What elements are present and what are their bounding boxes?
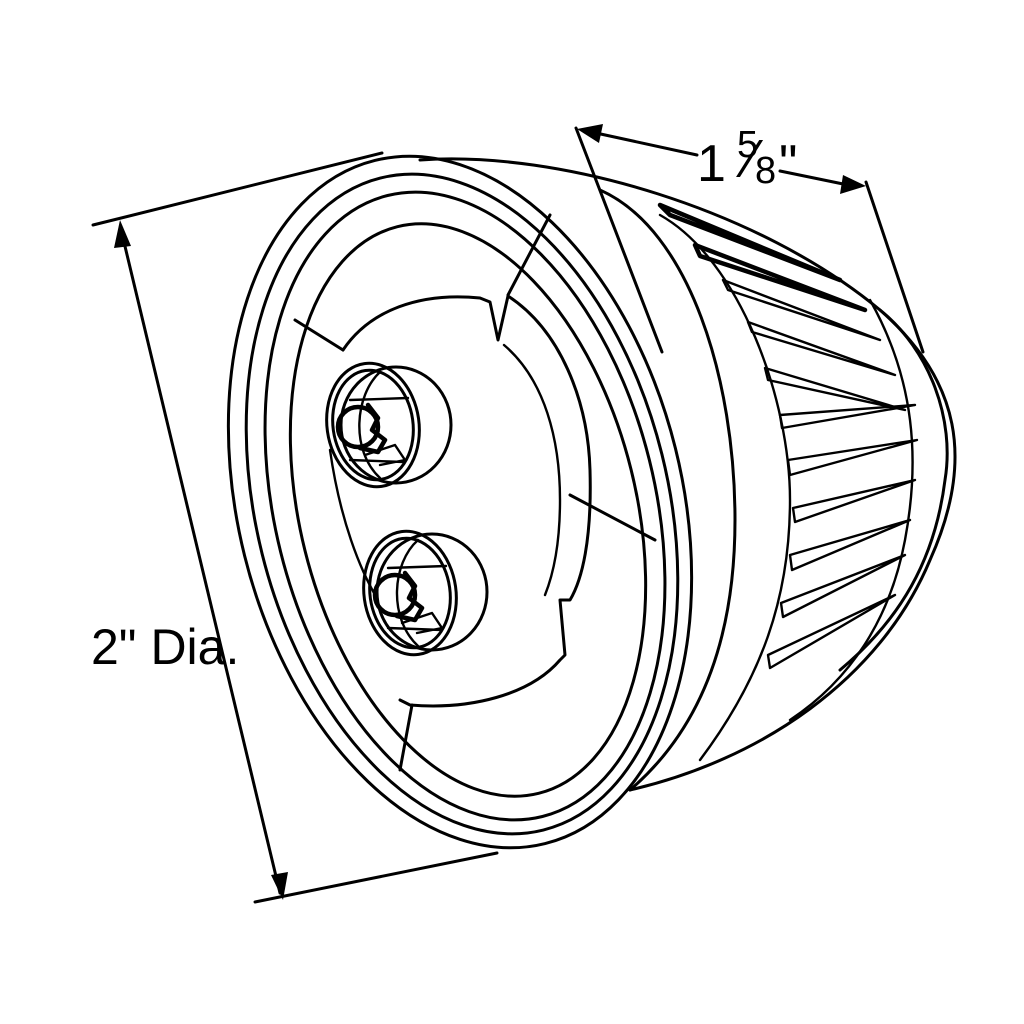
diameter-extension-bottom	[253, 851, 499, 904]
rib-upper-left	[293, 318, 345, 352]
arrow-down-icon	[271, 872, 288, 900]
rib-lower-right	[568, 493, 657, 542]
depth-label: 1 5 ⁄ 8 "	[697, 126, 797, 193]
socket-upper-rim-outer	[325, 361, 421, 489]
radial-ribs	[293, 213, 657, 772]
diameter-dimension-line	[121, 236, 282, 895]
bezel-ring-2	[244, 172, 680, 836]
bezel-ring-3	[263, 190, 667, 822]
depth-label-whole: 1	[697, 135, 726, 193]
arrow-left-icon	[577, 124, 603, 143]
depth-dimension-line-left	[594, 131, 699, 157]
fraction-slash: ⁄	[747, 129, 757, 189]
socket-upper-rim-inner	[331, 368, 415, 482]
led-socket-upper	[325, 361, 453, 489]
mount-plate	[328, 294, 592, 708]
lens-face-ring	[288, 222, 648, 798]
depth-dimension	[574, 124, 925, 354]
diameter-extension-top	[91, 151, 384, 227]
depth-label-numerator: 5	[737, 124, 759, 166]
rib-upper-right	[506, 213, 552, 297]
front-bezel	[226, 154, 694, 850]
depth-extension-left	[574, 126, 664, 354]
led-socket-lower	[362, 529, 489, 657]
depth-dimension-line-right	[778, 169, 850, 187]
depth-extension-right	[864, 180, 925, 354]
diameter-label: 2" Dia.	[91, 619, 240, 675]
socket-lower-rim-inner	[368, 536, 452, 650]
rear-housing	[418, 157, 957, 792]
depth-label-denominator: 8	[755, 150, 777, 192]
bezel-outer-ring	[226, 154, 694, 850]
socket-lower-rim-outer	[362, 529, 458, 657]
arrow-up-icon	[114, 220, 131, 248]
depth-label-unit: "	[779, 135, 798, 193]
diameter-dimension	[91, 151, 499, 904]
rib-lower-left	[398, 703, 414, 772]
arrow-right-icon	[840, 175, 866, 194]
cooling-fins	[657, 202, 919, 670]
